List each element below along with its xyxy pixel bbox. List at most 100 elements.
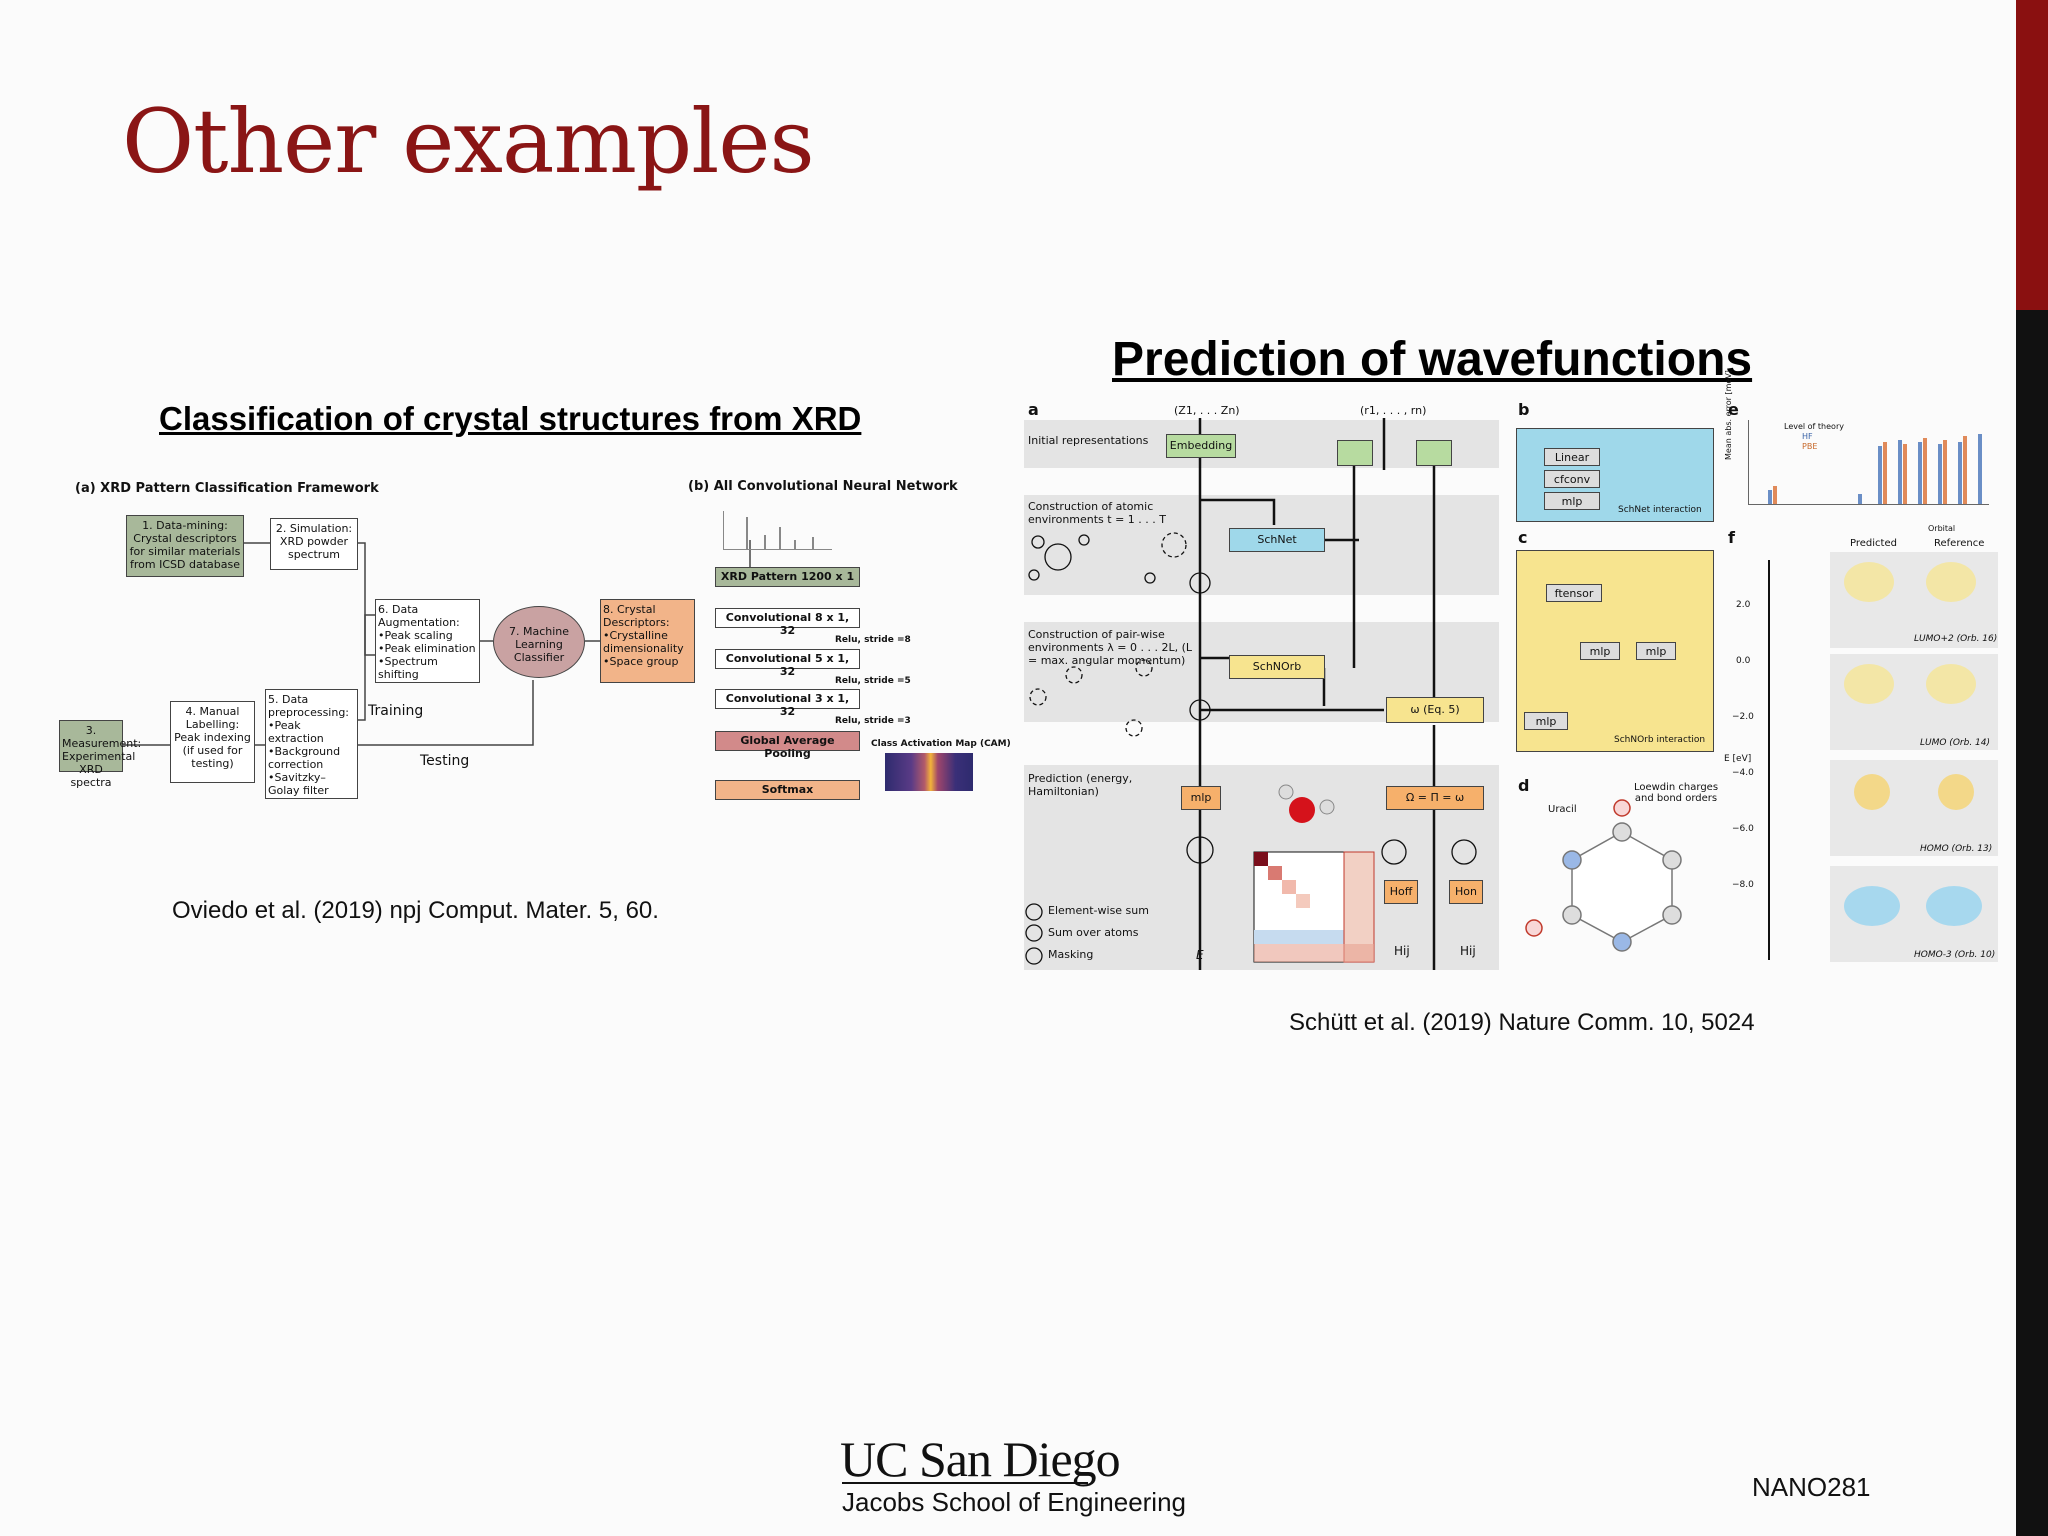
cnn-softmax: Softmax (715, 780, 860, 800)
box-augmentation: 6. Data Augmentation: •Peak scaling •Pea… (375, 599, 480, 683)
schnorb-figure: a b c d e f Initial representations Cons… (1024, 370, 1998, 970)
left-citation: Oviedo et al. (2019) npj Comput. Mater. … (172, 897, 659, 924)
relu-label-3: Relu, stride =3 (835, 716, 911, 726)
block-ftensor: ftensor (1546, 584, 1602, 602)
cnn-input: XRD Pattern 1200 x 1 (715, 567, 860, 587)
block-rij (1337, 440, 1373, 466)
label-schnorb-interaction: SchNOrb interaction (1614, 735, 1706, 745)
cnn-conv1: Convolutional 8 x 1, 32 (715, 608, 860, 637)
block-schnorb: SchNOrb (1229, 655, 1325, 679)
panel-letter-f: f (1728, 528, 1735, 547)
logo-subtitle: Jacobs School of Engineering (842, 1487, 1187, 1517)
e-legend-pbe: PBE (1802, 442, 1818, 451)
orbital-label-3: HOMO (Orb. 13) (1920, 844, 1993, 854)
f-tick-5: −6.0 (1732, 824, 1754, 834)
orbital-panel-3 (1830, 760, 1998, 856)
f-tick-6: −8.0 (1732, 880, 1754, 890)
error-bar-chart (1748, 420, 1989, 520)
f-tick-3: −2.0 (1732, 712, 1754, 722)
schnorb-connectors (1025, 418, 1682, 970)
cnn-gap: Global Average Pooling (715, 731, 860, 760)
block-embedding: Embedding (1166, 434, 1236, 458)
f-tick-1: 2.0 (1736, 600, 1751, 610)
block-mlp-pair: mlp (1580, 642, 1620, 660)
orbital-panel-2 (1830, 654, 1998, 750)
box-descriptors: 8. Crystal Descriptors: •Crystalline dim… (600, 599, 695, 683)
row-initial: Initial representations (1028, 434, 1149, 447)
accent-bar-red (2016, 0, 2048, 310)
f-header-predicted: Predicted (1850, 538, 1897, 549)
output-energy: E (1196, 948, 1204, 962)
xrd-part-a-title: (a) XRD Pattern Classification Framework (75, 481, 379, 496)
panel-letter-a: a (1028, 400, 1039, 419)
row-prediction: Prediction (energy, Hamiltonian) (1028, 772, 1133, 798)
e-xlabel: Orbital (1928, 524, 1956, 533)
relu-label-2: Relu, stride =5 (835, 676, 911, 686)
xrd-spectrum-thumbnail (723, 511, 832, 550)
accent-bar-dark (2016, 310, 2048, 1536)
right-heading: Prediction of wavefunctions (1112, 333, 1753, 386)
e-ylabel: Mean abs. error [meV] (1724, 370, 1733, 460)
box-classifier: 7. Machine Learning Classifier (493, 606, 585, 678)
testing-label: Testing (420, 753, 470, 769)
left-heading: Classification of crystal structures fro… (159, 400, 862, 437)
box-data-mining: 1. Data-mining: Crystal descriptors for … (126, 515, 244, 577)
block-cfconv: cfconv (1544, 470, 1600, 488)
legend-masking: Masking (1048, 948, 1094, 961)
input-r: (r1, . . . , rn) (1360, 404, 1427, 417)
orbital-label-4: HOMO-3 (Orb. 10) (1914, 950, 1996, 960)
legend-sum: Element-wise sum (1048, 904, 1149, 917)
block-mlp-atom: mlp (1544, 492, 1600, 510)
orbital-label-1: LUMO+2 (Orb. 16) (1914, 634, 1998, 644)
box-measurement: 3. Measurement: Experimental XRD spectra (59, 720, 141, 789)
panel-letter-c: c (1518, 528, 1528, 547)
box-preprocessing: 5. Data preprocessing: •Peak extraction … (265, 689, 358, 799)
panel-letter-e: e (1728, 400, 1739, 419)
cam-heatmap (885, 753, 973, 791)
xrd-connectors (123, 540, 751, 746)
xrd-part-b-title: (b) All Convolutional Neural Network (688, 479, 958, 494)
loewdin-label: Loewdin charges and bond orders (1633, 782, 1719, 804)
box-manual-labelling: 4. Manual Labelling: Peak indexing (if u… (170, 701, 255, 783)
ucsd-logo: UC San Diego (840, 1431, 1121, 1487)
row-pairwise: Construction of pair-wise environments λ… (1028, 628, 1193, 667)
cnn-conv3: Convolutional 3 x 1, 32 (715, 689, 860, 718)
block-linear: Linear (1544, 448, 1600, 466)
panel-letter-b: b (1518, 400, 1530, 419)
cam-label: Class Activation Map (CAM) (871, 739, 1011, 749)
slide-title: Other examples (122, 90, 815, 193)
block-hoff: Hoff (1384, 880, 1418, 904)
xrd-figure: (a) XRD Pattern Classification Framework… (55, 475, 1015, 815)
f-axis-label: E [eV] (1724, 754, 1752, 764)
right-citation: Schütt et al. (2019) Nature Comm. 10, 50… (1289, 1009, 1755, 1036)
f-tick-2: 0.0 (1736, 656, 1751, 666)
logo-divider (842, 1482, 1088, 1484)
course-code: NANO281 (1752, 1472, 1871, 1502)
panel-letter-d: d (1518, 776, 1530, 795)
orbital-label-2: LUMO (Orb. 14) (1920, 738, 1991, 748)
training-label: Training (368, 703, 424, 719)
box-simulation: 2. Simulation: XRD powder spectrum (270, 518, 358, 570)
e-legend-hf: HF (1802, 432, 1813, 441)
input-z: (Z1, . . . Zn) (1174, 404, 1240, 417)
block-mlp: mlp (1181, 786, 1221, 810)
output-hoff: Hij (1394, 944, 1410, 958)
f-tick-4: −4.0 (1732, 768, 1754, 778)
uracil-title: Uracil (1548, 804, 1577, 815)
label-schnet-interaction: SchNet interaction (1618, 505, 1702, 515)
f-header-reference: Reference (1934, 538, 1985, 549)
relu-label-1: Relu, stride =8 (835, 635, 911, 645)
block-omega: Ω = Π = ω (1386, 786, 1484, 810)
output-hon: Hij (1460, 944, 1476, 958)
cnn-conv2: Convolutional 5 x 1, 32 (715, 649, 860, 678)
block-schnet: SchNet (1229, 528, 1325, 552)
energy-axis (1768, 560, 1770, 960)
block-eq5: ω (Eq. 5) (1386, 697, 1484, 723)
block-mlp-atom-c: mlp (1524, 712, 1568, 730)
e-legend-title: Level of theory (1784, 422, 1844, 431)
row-atomic: Construction of atomic environments t = … (1028, 500, 1166, 526)
block-hon: Hon (1449, 880, 1483, 904)
legend-sum-atoms: Sum over atoms (1048, 926, 1139, 939)
orbital-panel-4 (1830, 866, 1998, 962)
orbital-panel-1 (1830, 552, 1998, 648)
